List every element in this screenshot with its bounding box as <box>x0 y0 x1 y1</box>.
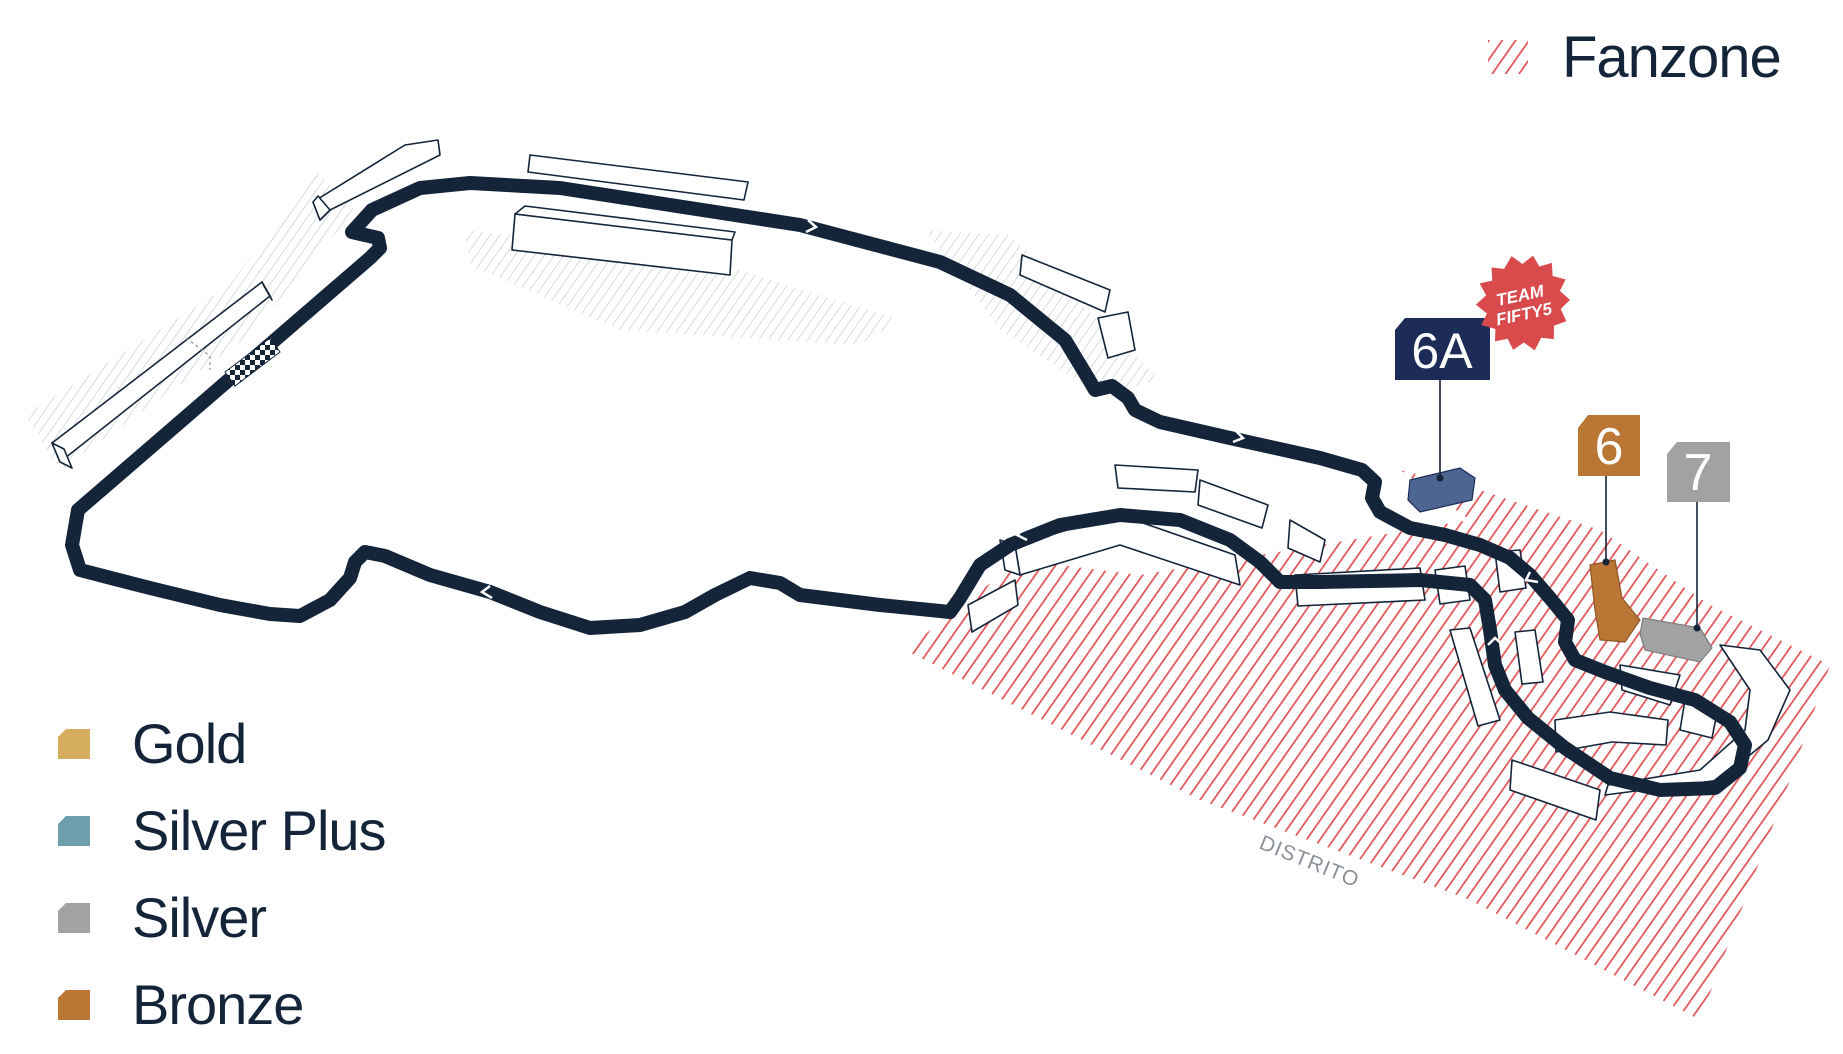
starburst-icon <box>1475 255 1570 351</box>
marker-leaders <box>1439 378 1698 628</box>
marker-7[interactable]: 7 <box>1667 442 1730 502</box>
box-6a[interactable] <box>1407 467 1476 513</box>
bronze-chip-icon <box>58 989 90 1020</box>
grandstand-divider <box>185 337 211 370</box>
hatch-swatch-icon <box>1488 40 1528 74</box>
legend-item-gold: Gold <box>58 700 386 787</box>
marker-6a[interactable]: 6A <box>1395 318 1490 380</box>
legend-label: Gold <box>132 712 247 775</box>
team-fifty5-badge[interactable]: TEAM FIFTY5 <box>1468 246 1579 360</box>
fanzone-legend: Fanzone <box>1488 22 1782 92</box>
terrain-hatch <box>25 170 1160 470</box>
race-track <box>65 176 1752 797</box>
silver-plus-chip-icon <box>58 815 90 846</box>
gold-chip-icon <box>58 728 90 759</box>
marker-6[interactable]: 6 <box>1578 415 1640 476</box>
legend-item-bronze: Bronze <box>58 961 386 1048</box>
fanzone-legend-label: Fanzone <box>1562 24 1782 90</box>
silver-chip-icon <box>58 902 90 933</box>
legend-item-silver-plus: Silver Plus <box>58 787 387 874</box>
marker-7-label: 7 <box>1684 444 1713 502</box>
legend-label: Silver <box>132 886 267 949</box>
direction-arrows <box>479 219 1539 646</box>
legend-label: Bronze <box>132 973 304 1036</box>
box-6[interactable] <box>1589 559 1641 643</box>
marker-6-label: 6 <box>1595 418 1624 476</box>
tier-legend: Gold Silver Plus Silver Bronze <box>58 700 387 1048</box>
start-finish-line <box>224 337 281 387</box>
legend-label: Silver Plus <box>132 799 387 862</box>
legend-item-silver: Silver <box>58 874 386 961</box>
marker-6a-label: 6A <box>1411 323 1473 379</box>
